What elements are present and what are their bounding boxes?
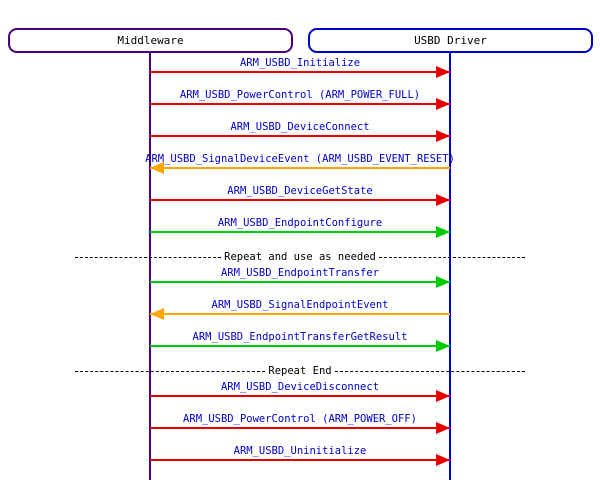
- divider-dashed-line: [75, 256, 222, 258]
- message-label: ARM_USBD_EndpointTransfer: [220, 267, 380, 280]
- arrowhead-icon: [436, 454, 450, 466]
- message-line: [150, 167, 450, 169]
- arrowhead-icon: [436, 422, 450, 434]
- participant-box-usbd-driver: USBD Driver: [308, 28, 593, 53]
- divider-label: Repeat End: [268, 365, 332, 377]
- repeat-divider: Repeat and use as needed: [75, 250, 525, 264]
- arrowhead-icon: [436, 194, 450, 206]
- message-line: [150, 459, 450, 461]
- message-label: ARM_USBD_DeviceDisconnect: [220, 381, 380, 394]
- divider-dashed-line: [378, 256, 525, 258]
- message-label: ARM_USBD_PowerControl (ARM_POWER_FULL): [179, 89, 421, 102]
- arrowhead-icon: [436, 390, 450, 402]
- message-line: [150, 395, 450, 397]
- participant-label: Middleware: [117, 34, 184, 47]
- arrowhead-icon: [436, 66, 450, 78]
- lifeline-middleware: [149, 52, 151, 480]
- message-label: ARM_USBD_EndpointConfigure: [217, 217, 383, 230]
- message-line: [150, 313, 450, 315]
- arrowhead-icon: [436, 130, 450, 142]
- lifeline-usbd-driver: [449, 52, 451, 480]
- participant-box-middleware: Middleware: [8, 28, 293, 53]
- message-label: ARM_USBD_SignalEndpointEvent: [211, 299, 389, 312]
- divider-dashed-line: [334, 370, 525, 372]
- arrowhead-icon: [150, 162, 164, 174]
- arrowhead-icon: [436, 276, 450, 288]
- message-label: ARM_USBD_Initialize: [239, 57, 361, 70]
- message-label: ARM_USBD_DeviceGetState: [227, 185, 373, 198]
- arrowhead-icon: [436, 340, 450, 352]
- message-label: ARM_USBD_PowerControl (ARM_POWER_OFF): [183, 413, 417, 426]
- divider-label: Repeat and use as needed: [224, 251, 376, 263]
- message-line: [150, 231, 450, 233]
- arrowhead-icon: [436, 98, 450, 110]
- divider-dashed-line: [75, 370, 266, 372]
- message-label: ARM_USBD_DeviceConnect: [230, 121, 370, 134]
- message-line: [150, 345, 450, 347]
- message-line: [150, 103, 450, 105]
- arrowhead-icon: [436, 226, 450, 238]
- message-label: ARM_USBD_SignalDeviceEvent (ARM_USBD_EVE…: [145, 153, 455, 166]
- message-label: ARM_USBD_Uninitialize: [233, 445, 367, 458]
- repeat-divider: Repeat End: [75, 364, 525, 378]
- message-line: [150, 71, 450, 73]
- arrowhead-icon: [150, 308, 164, 320]
- participant-label: USBD Driver: [414, 34, 487, 47]
- message-line: [150, 427, 450, 429]
- message-line: [150, 199, 450, 201]
- message-line: [150, 135, 450, 137]
- message-label: ARM_USBD_EndpointTransferGetResult: [192, 331, 408, 344]
- message-line: [150, 281, 450, 283]
